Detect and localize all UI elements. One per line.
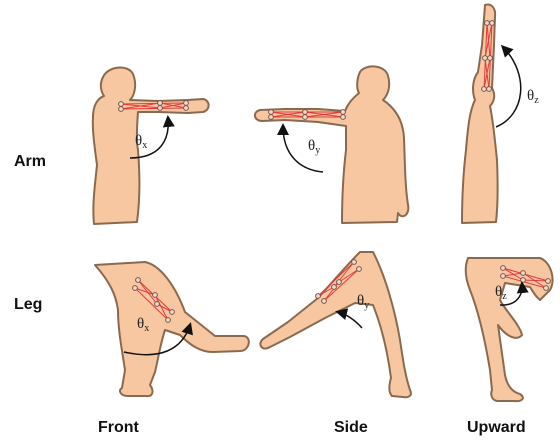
arm-front-angle-label: θx [135,133,147,151]
arm-front-figure: θx [93,68,209,224]
row-label-leg: Leg [14,296,42,313]
leg-side-angle-arrow [338,312,362,328]
column-label-side: Side [334,419,368,436]
arm-upward-angle-label: θz [527,88,539,106]
leg-upward-angle-label: θz [495,284,507,302]
column-label-upward: Upward [467,419,526,436]
leg-upward-figure: θz [466,258,553,401]
arm-upward-figure: θz [462,5,539,223]
leg-front-figure: θx [95,262,249,396]
arm-side-angle-label: θy [308,138,320,156]
arm-side-figure: θy [255,66,408,223]
arm-upward-angle-arrow [496,47,521,127]
row-label-arm: Arm [14,153,46,170]
column-label-front: Front [98,419,140,436]
leg-side-figure: θy [260,252,411,397]
